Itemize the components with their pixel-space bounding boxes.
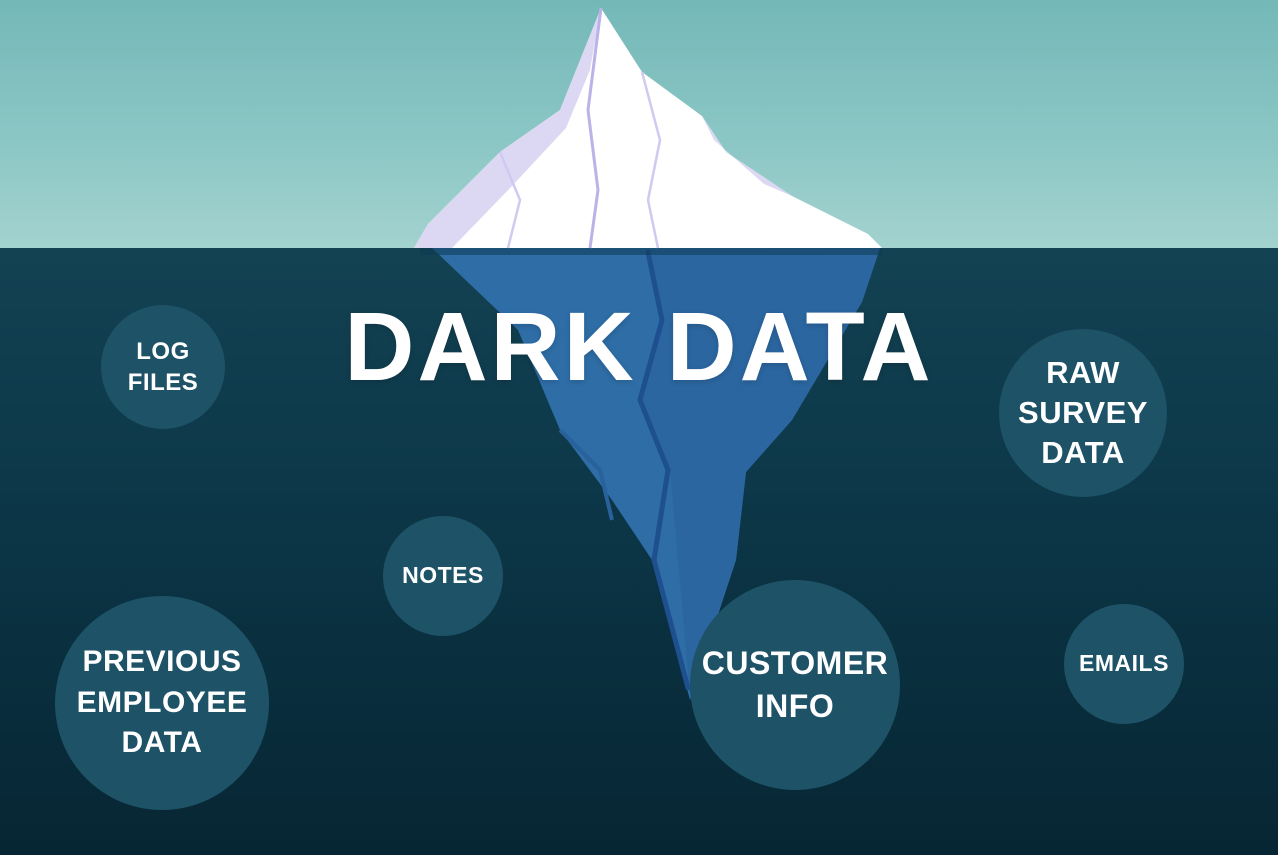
waterline-shadow	[420, 248, 882, 255]
bubble-label: NOTES	[402, 562, 484, 589]
bubble-log-files: LOG FILES	[101, 305, 225, 429]
bubble-customer-info: CUSTOMER INFO	[690, 580, 900, 790]
bubble-emails: EMAILS	[1064, 604, 1184, 724]
bubble-label: LOG FILES	[127, 337, 199, 396]
bubble-previous-employee-data: PREVIOUS EMPLOYEE DATA	[55, 596, 269, 810]
bubble-label: CUSTOMER INFO	[701, 644, 889, 724]
bubble-label: RAW SURVEY DATA	[1018, 355, 1148, 470]
bubble-label: EMAILS	[1079, 650, 1169, 677]
diagram-title: DARK DATA	[344, 292, 934, 401]
iceberg-underwater	[432, 248, 880, 700]
iceberg-tip	[414, 7, 882, 249]
bubble-notes: NOTES	[383, 516, 503, 636]
bubble-label: PREVIOUS EMPLOYEE DATA	[76, 645, 248, 760]
bubble-raw-survey-data: RAW SURVEY DATA	[999, 329, 1167, 497]
